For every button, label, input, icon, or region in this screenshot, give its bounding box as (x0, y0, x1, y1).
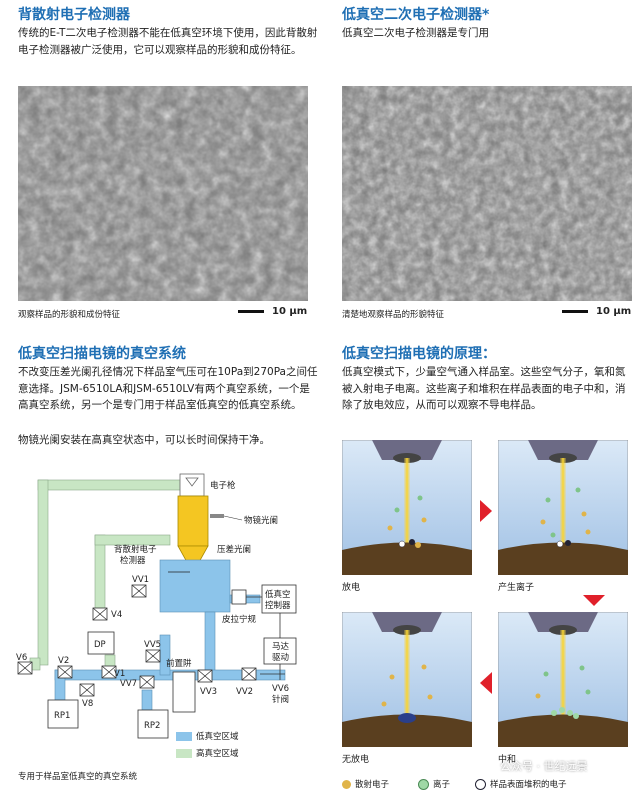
label-rp2: RP2 (144, 721, 160, 731)
label-motor-drive-1: 马达 (272, 641, 290, 652)
panel-ion-generation (497, 439, 629, 576)
bse-scale-bar: 10 μm (238, 306, 307, 317)
label-vv7: VV7 (120, 679, 137, 689)
label-vv6: VV6 (272, 684, 289, 694)
lvse-image-caption: 清楚地观察样品的形貌特征 (342, 310, 445, 320)
label-vv5: VV5 (144, 640, 161, 650)
lvse-scale-bar: 10 μm (562, 306, 631, 317)
label-bse-detector-2: 检测器 (120, 555, 146, 566)
legend-scattered-electron: 散射电子 (342, 778, 389, 790)
vacuum-system-diagram: 电子枪 物镜光阑 背散射电子 检测器 压差光阑 VV1 V4 DP V6 V2 … (16, 473, 297, 739)
high-vacuum-swatch (176, 748, 192, 758)
sem-image-lvse (342, 86, 632, 301)
label-pressure-aperture: 压差光阑 (217, 544, 251, 555)
arrow-left-icon (480, 672, 492, 694)
bse-scale-label: 10 μm (272, 306, 308, 317)
lv-se-detector-description: 低真空二次电子检测器是专门用 (342, 27, 489, 39)
principle-description: 低真空模式下，少量空气通入样品室。这些空气分子，氧和氮被入射电子电离。这些离子和… (342, 366, 626, 411)
valve-v6 (17, 661, 33, 675)
panel-no-discharge (341, 611, 473, 748)
electron-gun (177, 473, 224, 565)
legend-surface-electron-label: 样品表面堆积的电子 (490, 780, 567, 790)
arrow-right-icon (480, 500, 492, 522)
legend-high-vacuum: 高真空区域 (176, 747, 239, 759)
label-rp1: RP1 (54, 711, 70, 721)
prechamber-trap (172, 671, 196, 713)
valve-vv3 (197, 669, 213, 683)
label-lv-controller-2: 控制器 (265, 600, 291, 611)
valve-vv7 (139, 675, 155, 689)
legend-scattered-electron-label: 散射电子 (355, 780, 390, 790)
label-vv1: VV1 (132, 575, 149, 585)
lvse-scale-label: 10 μm (596, 306, 632, 317)
label-v4: V4 (111, 610, 122, 620)
rp1-pump (47, 699, 79, 729)
bse-detector-description: 传统的E-T二次电子检测器不能在低真空环境下使用，因此背散射电子检测器被广泛使用… (18, 27, 318, 56)
vacuum-system-title: 低真空扫描电镜的真空系统 (18, 346, 186, 362)
vacuum-system-paragraph-1: 不改变压差光阑孔径情况下样品室气压可在10Pa到270Pa之间任意选择。JSM-… (18, 366, 318, 411)
label-pirani-gauge: 皮拉宁规 (222, 614, 257, 625)
bse-detector-title: 背散射电子检测器 (18, 7, 130, 23)
label-objective-aperture: 物镜光阑 (244, 515, 278, 526)
scattered-electron-dot (342, 779, 351, 789)
surface-electron-dot (475, 778, 486, 790)
label-electron-gun: 电子枪 (210, 480, 236, 491)
vacuum-system-paragraph-2: 物镜光阑安装在高真空状态中，可以长时间保持干净。 (18, 434, 270, 446)
label-v1: V1 (114, 669, 125, 679)
vacuum-diagram-caption: 专用于样品室低真空的真空系统 (18, 772, 138, 782)
legend-ion-label: 离子 (433, 780, 451, 790)
legend-low-vacuum-label: 低真空区域 (196, 732, 239, 742)
panel-neutralization (497, 611, 629, 748)
valve-v1 (101, 665, 117, 679)
rp2-pump (137, 709, 169, 739)
valve-v4 (92, 607, 108, 621)
principle-title: 低真空扫描电镜的原理： (342, 346, 496, 362)
valve-vv5 (145, 649, 161, 663)
valve-vv1 (131, 584, 147, 598)
legend-low-vacuum: 低真空区域 (176, 730, 239, 742)
watermark: 公众号 · 世纪远景 (500, 760, 588, 773)
label-bse-detector-1: 背散射电子 (114, 544, 157, 555)
sem-image-bse (18, 86, 308, 301)
legend-high-vacuum-label: 高真空区域 (196, 749, 239, 759)
ion-dot (418, 778, 429, 790)
valve-v2 (57, 665, 73, 679)
label-v6: V6 (16, 653, 27, 663)
label-lv-controller-1: 低真空 (265, 589, 291, 600)
panel-discharge-label: 放电 (342, 583, 361, 593)
label-v2: V2 (58, 656, 69, 666)
valve-vv2 (241, 667, 257, 681)
label-vv3: VV3 (200, 687, 217, 697)
label-v8: V8 (82, 699, 93, 709)
panel-ion-generation-label: 产生离子 (498, 583, 535, 593)
valve-v8 (79, 683, 95, 697)
label-needle-valve: 针阀 (272, 694, 289, 705)
pirani-gauge (231, 589, 247, 605)
dp-pump (87, 631, 115, 655)
label-prechamber: 前置阱 (166, 658, 192, 669)
panel-discharge (341, 439, 473, 576)
lv-se-detector-title: 低真空二次电子检测器* (342, 7, 490, 23)
legend-ion: 离子 (418, 778, 450, 790)
bse-image-caption: 观察样品的形貌和成份特征 (18, 310, 121, 320)
legend-surface-electron: 样品表面堆积的电子 (475, 778, 567, 790)
panel-neutralization-label: 中和 (498, 755, 517, 765)
lv-controller-box (261, 584, 297, 614)
low-vacuum-swatch (176, 731, 192, 741)
label-vv2: VV2 (236, 687, 253, 697)
label-dp: DP (94, 640, 106, 650)
arrow-down-icon (583, 595, 605, 606)
label-motor-drive-2: 驱动 (272, 652, 290, 663)
panel-no-discharge-label: 无放电 (342, 755, 370, 765)
